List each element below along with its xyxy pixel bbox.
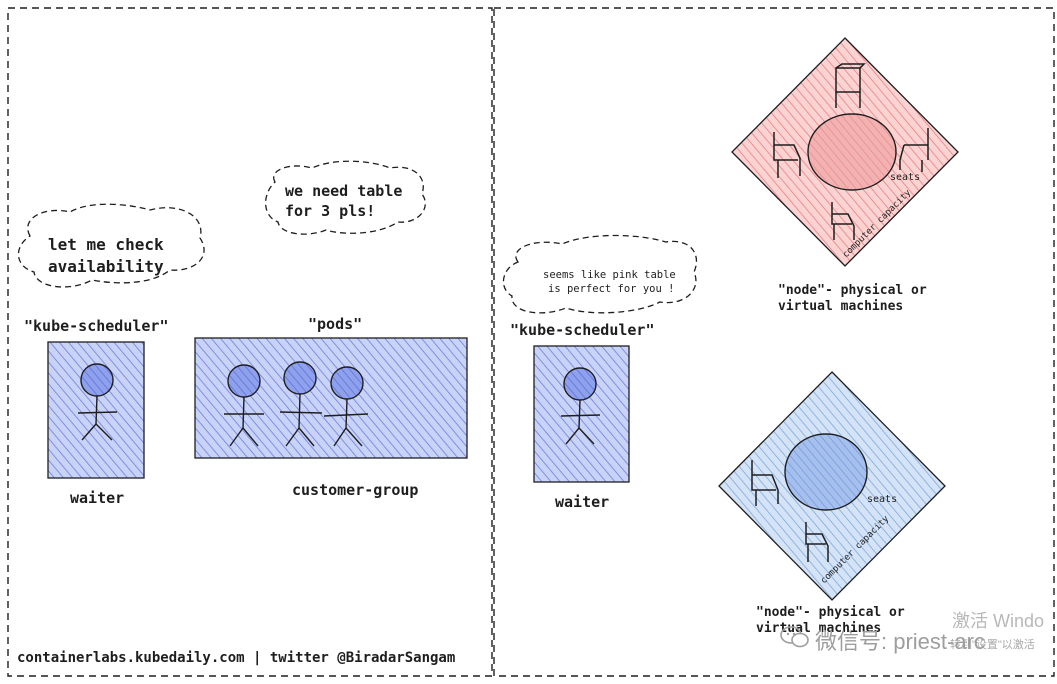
windows-settings-watermark: 转到"设置"以激活 [950,639,1035,651]
chair-icon [773,132,801,178]
chair-icon [835,63,866,108]
chair-icon [805,522,829,562]
right-waiter-role-label: "kube-scheduler" [510,321,655,339]
chair-icon [899,128,929,172]
wechat-id-watermark: 微信号: priest-arc [815,629,985,654]
right-waiter-caption: waiter [555,493,609,511]
speech-right-line2: for 3 pls! [285,202,375,220]
table-blue-circle [784,433,868,511]
node-red-seats-label: seats [890,172,920,183]
node-blue-caption-line2: virtual machines [756,621,881,636]
node-red-diamond: seats computer capacity [731,37,959,267]
speech-left-line2: availability [48,257,164,276]
pod-person-icon [323,366,369,447]
table-red-circle [807,113,897,191]
speech-left-line1: let me check [48,235,164,254]
right-waiter-person-icon [560,367,601,445]
speech-right-panel-line2: is perfect for you ! [548,283,674,295]
node-red-caption-line1: "node"- physical or [778,283,927,298]
right-waiter-card [533,345,630,483]
left-panel-frame [7,7,493,677]
left-waiter-card [47,341,145,479]
right-panel-frame [493,7,1055,677]
speech-cloud-right: seems like pink table is perfect for you… [502,234,698,314]
node-red-caption-line2: virtual machines [778,299,903,314]
left-waiter-caption: waiter [70,489,124,507]
pods-role-label: "pods" [308,315,362,333]
windows-activation-watermark: 激活 Windo [952,611,1045,631]
speech-right-line1: we need table [285,182,402,200]
pod-person-icon [279,361,323,447]
left-waiter-role-label: "kube-scheduler" [24,317,169,335]
left-waiter-person-icon [77,363,118,441]
pod-person-icon [224,364,264,447]
customer-group-card [194,337,468,459]
node-blue-seats-label: seats [867,494,897,505]
chair-icon [831,202,855,240]
speech-cloud-pods: we need table for 3 pls! [264,160,426,235]
customer-group-caption: customer-group [292,481,418,499]
speech-right-panel-line1: seems like pink table [543,269,676,281]
wechat-logo-icon [780,626,809,648]
chair-icon [751,460,779,506]
node-blue-caption-line1: "node"- physical or [756,605,905,620]
node-blue-diamond: seats computer capacity [718,371,946,601]
speech-cloud-scheduler: let me check availability [17,203,205,288]
footer-credit: containerlabs.kubedaily.com | twitter @B… [17,650,455,666]
